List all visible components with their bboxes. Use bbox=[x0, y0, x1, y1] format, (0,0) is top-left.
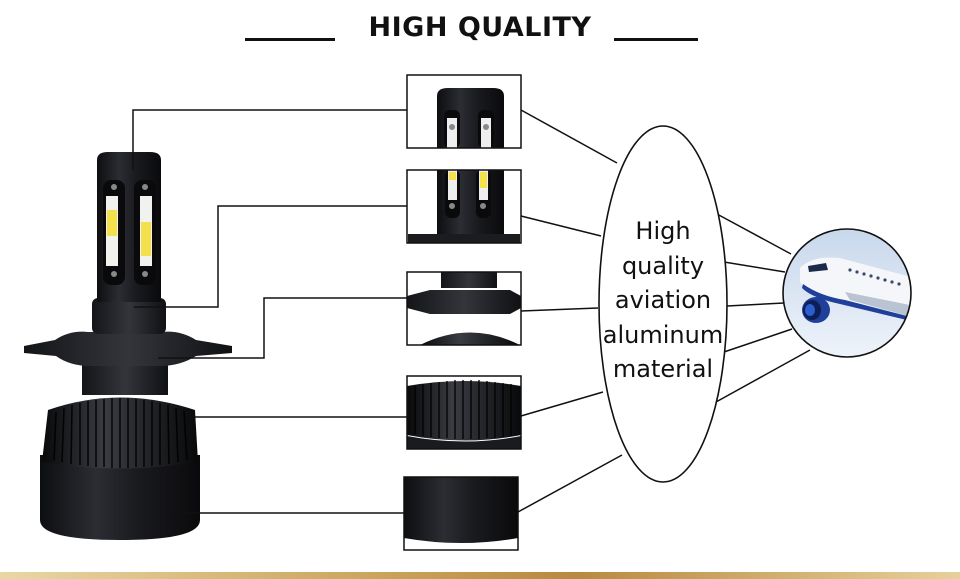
callout-text: High quality aviation aluminum material bbox=[595, 214, 731, 387]
bulb-collar bbox=[92, 298, 166, 334]
leader-line-3 bbox=[158, 297, 407, 359]
detail-box-flange bbox=[406, 271, 522, 346]
leader-lines bbox=[132, 109, 407, 514]
detail-box-shaft bbox=[406, 169, 522, 244]
callout-line-1: High bbox=[635, 217, 691, 245]
led-bulb bbox=[24, 152, 232, 540]
bulb-base-cylinder bbox=[40, 455, 200, 540]
callout-line-2: quality bbox=[621, 251, 705, 280]
callout-line-3: aviation bbox=[614, 286, 712, 314]
leader-line-1 bbox=[132, 109, 407, 170]
title-rule-left bbox=[245, 38, 335, 41]
page-title: HIGH QUALITY bbox=[368, 12, 592, 43]
detail-box-base bbox=[403, 476, 519, 551]
title-rule-right bbox=[614, 38, 698, 41]
callout-ellipse bbox=[598, 125, 728, 483]
callout-line-4: aluminum bbox=[602, 320, 724, 349]
callout-line-5: material bbox=[612, 355, 714, 383]
bulb-flange bbox=[24, 331, 232, 366]
airplane-icon bbox=[782, 228, 912, 358]
gold-divider bbox=[0, 572, 960, 579]
title-block bbox=[0, 10, 960, 50]
connector-lines bbox=[517, 109, 811, 513]
leader-line-2 bbox=[134, 205, 407, 308]
detail-box-head bbox=[406, 74, 522, 149]
detail-box-heatsink bbox=[406, 375, 522, 450]
